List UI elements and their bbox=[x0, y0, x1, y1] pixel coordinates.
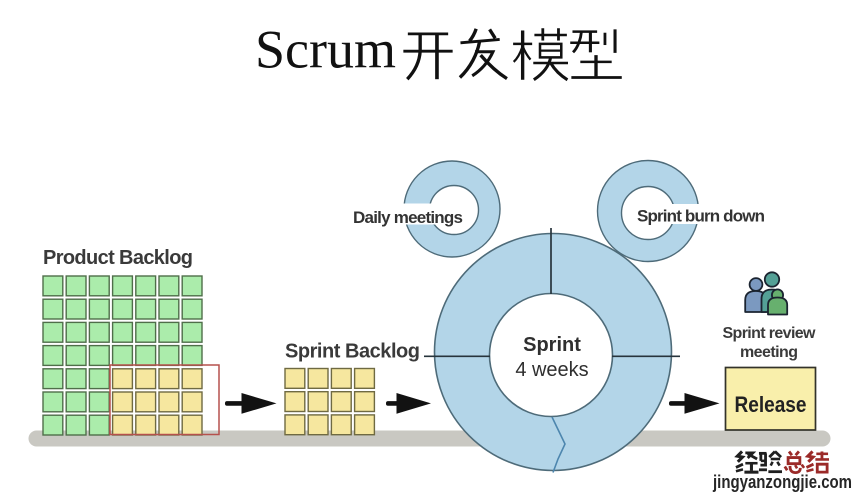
svg-text:Sprint burn down: Sprint burn down bbox=[637, 207, 765, 226]
svg-text:jingyanzongjie.com: jingyanzongjie.com bbox=[712, 472, 852, 492]
svg-text:Product Backlog: Product Backlog bbox=[43, 247, 193, 269]
svg-text:Daily meetings: Daily meetings bbox=[353, 208, 463, 227]
svg-text:Scrum: Scrum bbox=[255, 20, 396, 80]
svg-text:Release: Release bbox=[735, 392, 807, 417]
svg-text:meeting: meeting bbox=[740, 344, 798, 361]
svg-text:Sprint: Sprint bbox=[523, 334, 581, 356]
svg-text:Sprint review: Sprint review bbox=[723, 325, 817, 342]
svg-text:Sprint Backlog: Sprint Backlog bbox=[285, 341, 420, 363]
svg-text:4 weeks: 4 weeks bbox=[515, 359, 588, 381]
